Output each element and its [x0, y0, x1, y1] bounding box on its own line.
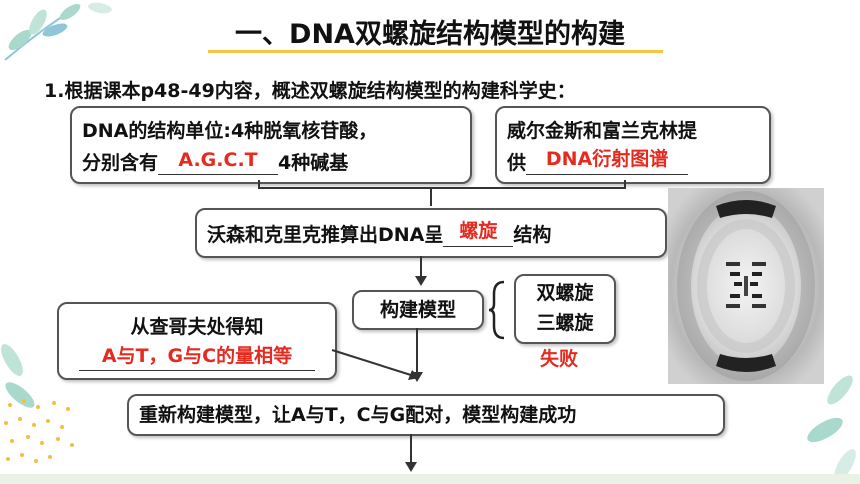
answer-diffraction: DNA衍射图谱 — [545, 148, 669, 170]
brace-icon — [488, 280, 505, 340]
connector — [258, 180, 260, 188]
connector — [430, 188, 432, 206]
structure-unit-line1: DNA的结构单位:4种脱氧核苷酸， — [82, 120, 378, 142]
answer-blank-helix: 螺旋 — [443, 220, 514, 247]
connector — [258, 187, 626, 189]
page-title: 一、DNA双螺旋结构模型的构建 — [235, 19, 625, 50]
structure-unit-box: DNA的结构单位:4种脱氧核苷酸， 分别含有 A.G.C.T 4种碱基 — [70, 106, 472, 184]
dna-diffraction-image — [668, 188, 824, 384]
title-underline — [208, 50, 663, 53]
leaf-decoration-top-left — [4, 2, 112, 61]
diffraction-box: 威尔金斯和富兰克林提 供 DNA衍射图谱 — [495, 106, 771, 184]
helix-deduction-prefix: 沃森和克里克推算出DNA呈 — [207, 224, 444, 246]
chargaff-line1: 从查哥夫处得知 — [130, 316, 264, 338]
arrow-head — [415, 276, 427, 286]
chargaff-box: 从查哥夫处得知 A与T，G与C的量相等 — [57, 302, 337, 380]
helix-deduction-box: 沃森和克里克推算出DNA呈螺旋结构 — [195, 208, 667, 258]
leaf-decoration-bottom-right — [807, 375, 856, 481]
helix-deduction-text: 沃森和克里克推算出DNA呈螺旋结构 — [207, 220, 551, 247]
answer-blank-diffraction: DNA衍射图谱 — [526, 148, 689, 175]
connector — [624, 180, 626, 188]
arrow-shaft — [410, 434, 412, 464]
answer-chargaff: A与T，G与C的量相等 — [101, 345, 293, 367]
build-model-box: 构建模型 — [352, 290, 484, 330]
fail-label: 失败 — [540, 348, 579, 370]
final-model-label: 重新构建模型，让A与T，C与G配对，模型构建成功 — [139, 404, 577, 426]
build-model-label: 构建模型 — [379, 299, 456, 321]
answer-bases: A.G.C.T — [178, 149, 258, 171]
dot-pattern — [0, 395, 80, 484]
arrow-shaft — [416, 328, 418, 374]
structure-unit-line2: 分别含有 A.G.C.T 4种碱基 — [82, 148, 348, 175]
diagonal-arrow — [331, 349, 420, 380]
answer-blank-bases: A.G.C.T — [158, 149, 279, 175]
structure-unit-suffix: 4种碱基 — [278, 152, 349, 174]
option-triple-helix: 三螺旋 — [536, 312, 594, 334]
leaf-decoration-bottom-left — [1, 344, 35, 408]
diffraction-line1: 威尔金斯和富兰克林提 — [507, 120, 698, 142]
diffraction-line2: 供 DNA衍射图谱 — [507, 148, 689, 175]
diffraction-prefix: 供 — [507, 152, 527, 174]
helix-options-box: 双螺旋 三螺旋 — [514, 274, 616, 344]
arrow-shaft — [420, 256, 422, 278]
answer-blank-chargaff: A与T，G与C的量相等 — [79, 344, 315, 371]
final-model-box: 重新构建模型，让A与T，C与G配对，模型构建成功 — [127, 394, 725, 436]
subtitle: 1.根据课本p48-49内容，概述双螺旋结构模型的构建科学史： — [44, 80, 576, 102]
structure-unit-prefix: 分别含有 — [82, 152, 159, 174]
answer-helix: 螺旋 — [459, 220, 498, 242]
option-double-helix: 双螺旋 — [536, 282, 594, 304]
bottom-band — [0, 474, 860, 484]
arrow-head — [405, 462, 417, 472]
helix-deduction-suffix: 结构 — [513, 224, 552, 246]
